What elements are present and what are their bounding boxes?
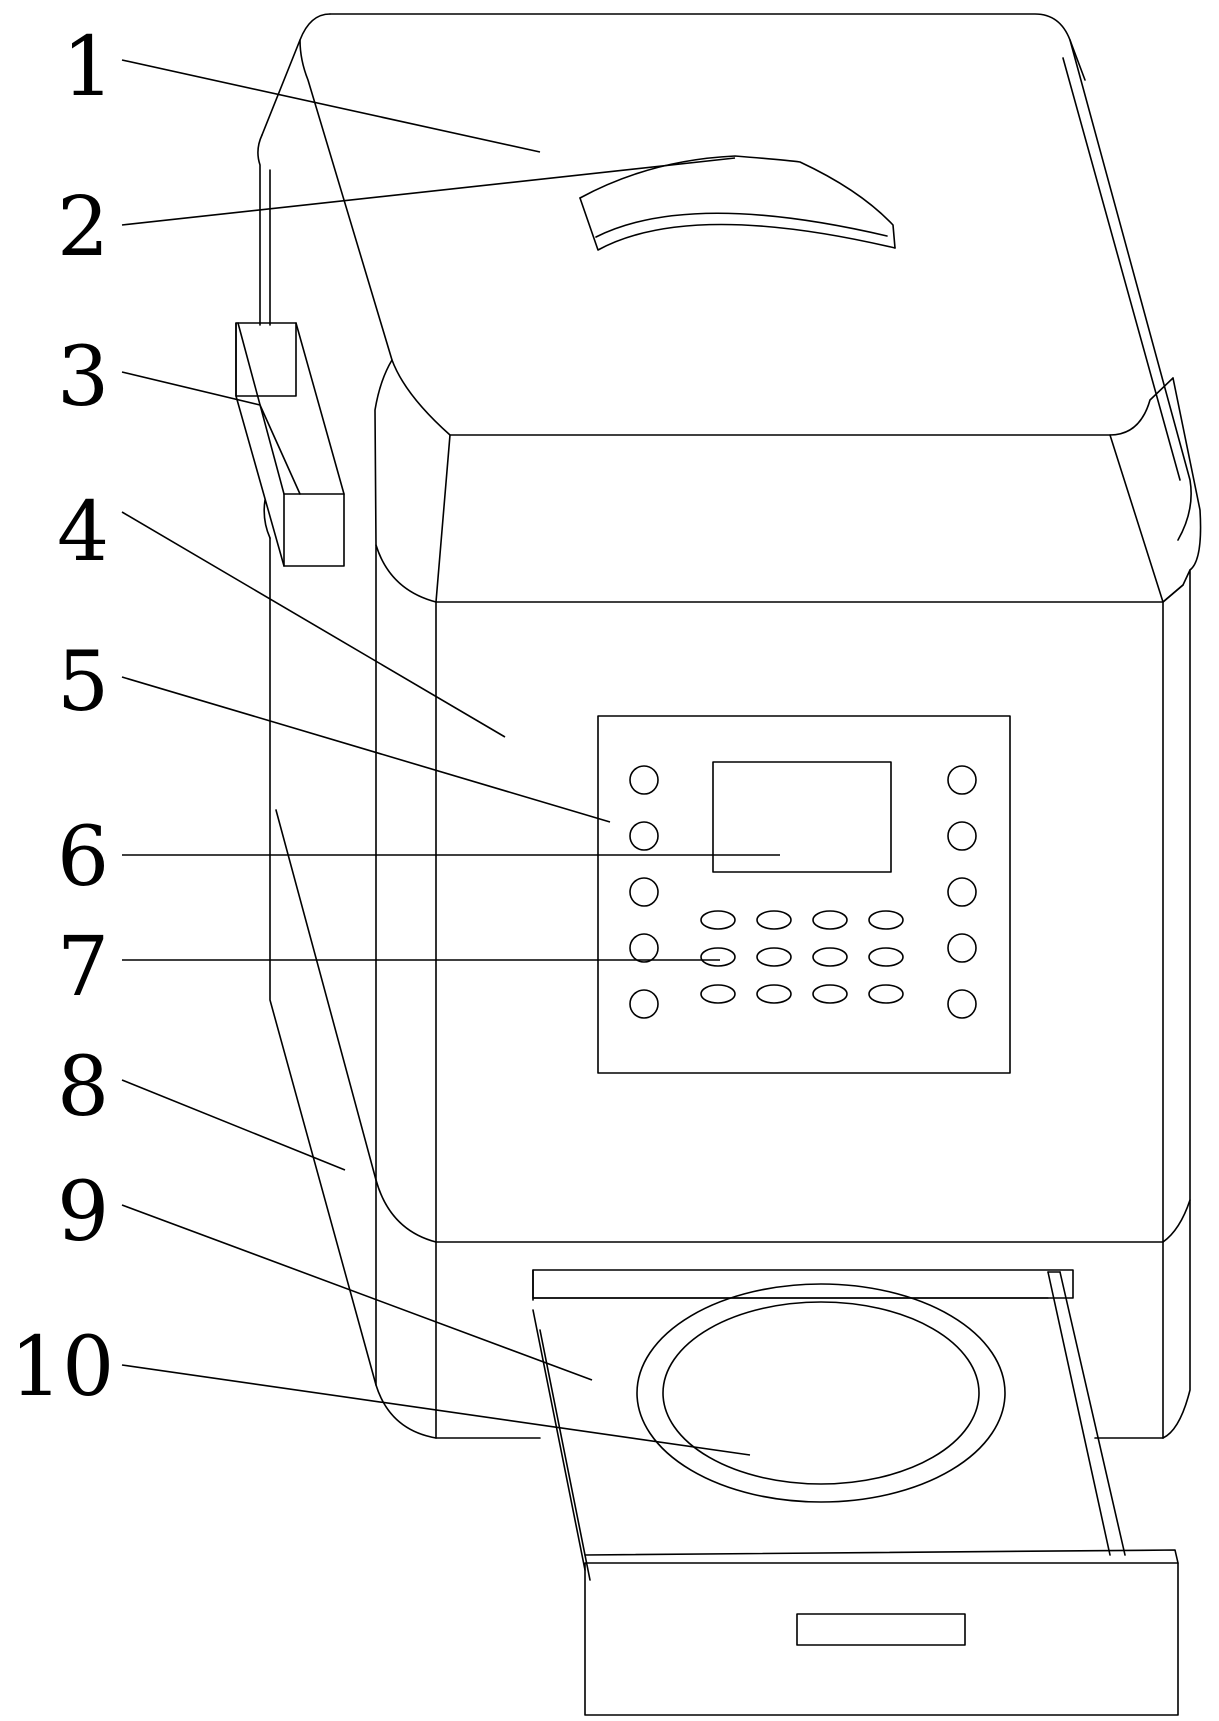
side-buttons-right bbox=[947, 765, 977, 1019]
pot-plate bbox=[636, 1283, 1006, 1503]
round-button[interactable] bbox=[629, 877, 659, 907]
round-button[interactable] bbox=[629, 933, 659, 963]
keypad-key[interactable] bbox=[868, 947, 904, 967]
round-button[interactable] bbox=[947, 933, 977, 963]
keypad bbox=[700, 910, 904, 1004]
leader-4 bbox=[121, 511, 506, 738]
callout-1: 1 bbox=[62, 20, 114, 115]
keypad-key[interactable] bbox=[868, 910, 904, 930]
callout-10: 10 bbox=[10, 1320, 114, 1415]
round-button[interactable] bbox=[947, 877, 977, 907]
round-button[interactable] bbox=[629, 821, 659, 851]
lid bbox=[257, 13, 1202, 571]
side-handle bbox=[235, 322, 345, 567]
callout-6: 6 bbox=[57, 810, 109, 905]
callout-7: 7 bbox=[57, 920, 109, 1015]
round-button[interactable] bbox=[947, 989, 977, 1019]
control-panel bbox=[597, 715, 1011, 1074]
keypad-key[interactable] bbox=[812, 947, 848, 967]
round-button[interactable] bbox=[629, 765, 659, 795]
callout-4: 4 bbox=[57, 485, 109, 580]
leader-1 bbox=[121, 59, 541, 153]
leader-3 bbox=[121, 371, 261, 406]
callout-8: 8 bbox=[57, 1040, 109, 1135]
callout-5: 5 bbox=[57, 635, 109, 730]
drawer-pull bbox=[796, 1613, 966, 1646]
body bbox=[374, 359, 1191, 1439]
lid-handle bbox=[579, 155, 896, 251]
leader-9 bbox=[121, 1204, 593, 1381]
round-button[interactable] bbox=[947, 821, 977, 851]
keypad-key[interactable] bbox=[868, 984, 904, 1004]
leader-5 bbox=[121, 676, 611, 823]
keypad-key[interactable] bbox=[700, 984, 736, 1004]
keypad-key[interactable] bbox=[756, 947, 792, 967]
keypad-key[interactable] bbox=[700, 947, 736, 967]
leader-8 bbox=[121, 1079, 346, 1171]
callout-9: 9 bbox=[57, 1165, 109, 1260]
keypad-key[interactable] bbox=[812, 910, 848, 930]
keypad-key[interactable] bbox=[756, 910, 792, 930]
round-button[interactable] bbox=[629, 989, 659, 1019]
leader-2 bbox=[121, 157, 736, 226]
side-panel bbox=[263, 169, 377, 1386]
callout-2: 2 bbox=[57, 180, 109, 275]
round-button[interactable] bbox=[947, 765, 977, 795]
keypad-key[interactable] bbox=[812, 984, 848, 1004]
callout-labels: 1 2 3 4 5 6 7 8 9 10 bbox=[10, 20, 114, 1415]
display-screen bbox=[712, 761, 892, 873]
leader-lines bbox=[121, 59, 780, 1456]
keypad-key[interactable] bbox=[756, 984, 792, 1004]
callout-3: 3 bbox=[57, 330, 109, 425]
drawer bbox=[532, 1269, 1179, 1716]
keypad-key[interactable] bbox=[700, 910, 736, 930]
side-buttons-left bbox=[629, 765, 659, 1019]
leader-10 bbox=[121, 1364, 751, 1456]
